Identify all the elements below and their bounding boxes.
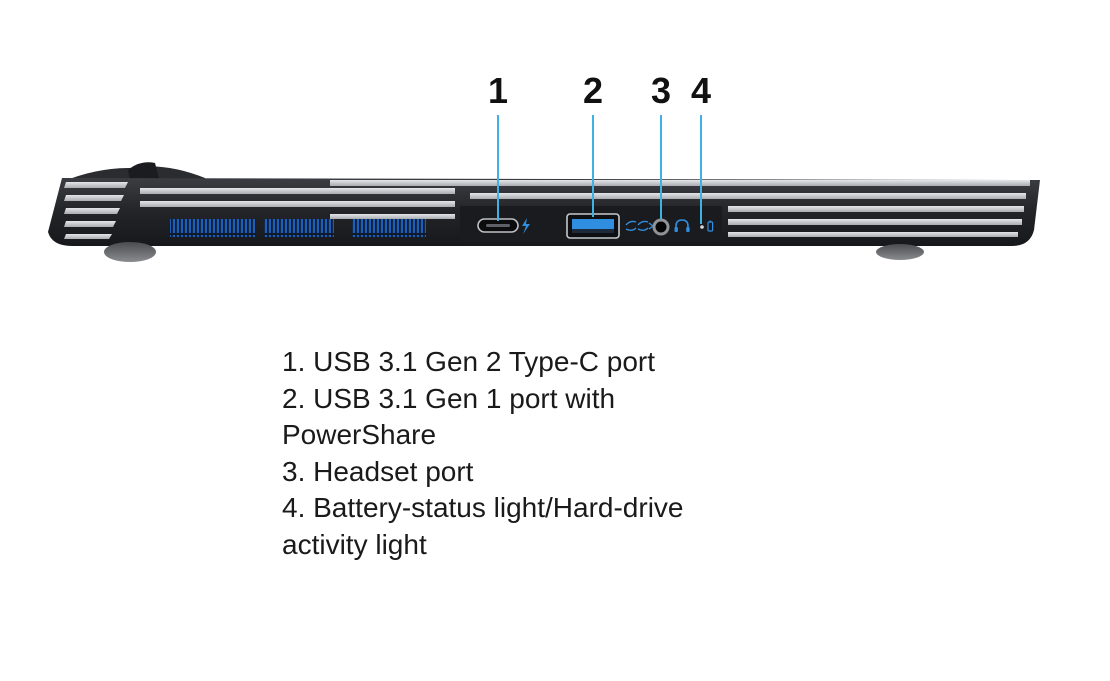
cooling-vents bbox=[170, 219, 426, 237]
legend-line-6: activity light bbox=[282, 528, 427, 560]
headset-icon bbox=[674, 219, 690, 232]
legend-line-3: PowerShare bbox=[282, 419, 437, 450]
status-light-icon bbox=[700, 225, 704, 229]
callout-numbers: 1 2 3 4 bbox=[488, 70, 711, 111]
left-chrome-stripes bbox=[140, 188, 455, 219]
usb-c-port-icon bbox=[477, 218, 519, 233]
rear-vent-stripes bbox=[64, 182, 128, 239]
audio-jack-icon bbox=[652, 218, 670, 236]
legend-line-1: 1. USB 3.1 Gen 2 Type-C port bbox=[282, 346, 656, 377]
legend-line-2: 2. USB 3.1 Gen 1 port with bbox=[282, 382, 616, 414]
ss-logo-icon bbox=[625, 220, 655, 231]
port-diagram: 1 2 3 4 bbox=[48, 70, 1040, 262]
ports bbox=[477, 213, 714, 239]
legend-line-5: 4. Battery-status light/Hard-drive bbox=[282, 492, 684, 523]
callout-1: 1 bbox=[488, 70, 508, 111]
rear-foot bbox=[104, 242, 156, 262]
thunderbolt-icon bbox=[522, 218, 530, 234]
port-legend: 1. USB 3.1 Gen 2 Type-C port 2. USB 3.1 … bbox=[282, 344, 752, 563]
usb-a-port-icon bbox=[566, 213, 620, 239]
legend-line-4: 3. Headset port bbox=[282, 455, 474, 487]
callout-3: 3 bbox=[651, 70, 671, 111]
callout-2: 2 bbox=[583, 70, 603, 111]
right-chrome-stripes bbox=[330, 180, 1030, 237]
laptop-side-view bbox=[48, 162, 1040, 262]
battery-icon bbox=[707, 220, 714, 232]
front-foot bbox=[876, 244, 924, 260]
callout-4: 4 bbox=[691, 70, 711, 111]
leader-lines bbox=[497, 115, 702, 224]
